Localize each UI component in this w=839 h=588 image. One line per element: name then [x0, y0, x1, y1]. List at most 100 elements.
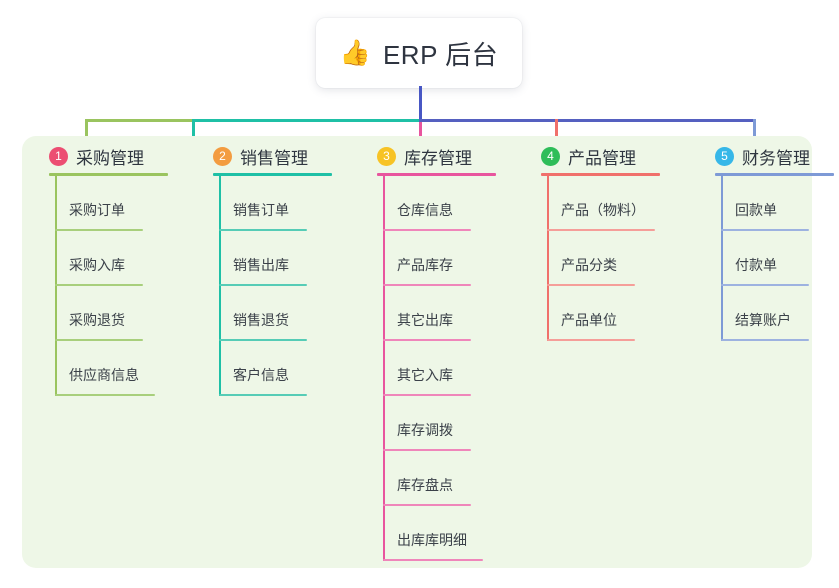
leaf-underline	[383, 449, 471, 451]
leaf-item[interactable]: 库存盘点	[364, 451, 524, 506]
leaf-item[interactable]: 采购退货	[36, 286, 186, 341]
leaf-label: 供应商信息	[69, 367, 139, 383]
leaf-label: 其它入库	[397, 367, 453, 383]
leaf-label: 产品（物料）	[561, 202, 645, 218]
leaf-item[interactable]: 出库库明细	[364, 506, 524, 561]
root-node-card[interactable]: 👍 ERP 后台	[316, 18, 522, 88]
leaf-spine	[55, 341, 57, 396]
leaf-underline	[219, 229, 307, 231]
leaf-underline	[383, 284, 471, 286]
branch-title-2: 销售管理	[240, 148, 308, 168]
leaf-spine	[219, 231, 221, 286]
branch-header-2[interactable]: 2 销售管理	[200, 136, 350, 176]
leaf-item[interactable]: 产品分类	[528, 231, 693, 286]
leaf-spine	[547, 286, 549, 341]
leaf-item[interactable]: 产品库存	[364, 231, 524, 286]
leaf-underline	[721, 339, 809, 341]
leaf-item[interactable]: 付款单	[702, 231, 839, 286]
branch-header-4[interactable]: 4 产品管理	[528, 136, 693, 176]
leaf-label: 结算账户	[735, 312, 791, 328]
leaf-item[interactable]: 库存调拨	[364, 396, 524, 451]
leaf-label: 采购入库	[69, 257, 125, 273]
leaf-underline	[721, 229, 809, 231]
leaf-label: 回款单	[735, 202, 777, 218]
leaf-underline	[547, 284, 635, 286]
branch-header-5[interactable]: 5 财务管理	[702, 136, 839, 176]
leaf-underline	[55, 394, 155, 396]
leaf-underline	[383, 229, 471, 231]
leaf-spine	[55, 231, 57, 286]
leaf-underline	[55, 229, 143, 231]
connector-bus-green	[85, 119, 193, 122]
leaf-spine	[219, 341, 221, 396]
leaf-spine	[219, 286, 221, 341]
leaf-item[interactable]: 销售出库	[200, 231, 350, 286]
leaf-spine	[55, 176, 57, 231]
leaf-underline	[547, 339, 635, 341]
connector-bus-teal	[192, 119, 420, 122]
leaf-item[interactable]: 采购入库	[36, 231, 186, 286]
leaf-spine	[383, 231, 385, 286]
leaf-item[interactable]: 其它出库	[364, 286, 524, 341]
leaf-spine	[721, 286, 723, 341]
branch-badge-3: 3	[377, 146, 396, 166]
leaf-item[interactable]: 采购订单	[36, 176, 186, 231]
leaf-spine	[383, 451, 385, 506]
leaf-label: 仓库信息	[397, 202, 453, 218]
leaf-spine	[383, 176, 385, 231]
leaf-label: 产品分类	[561, 257, 617, 273]
leaf-item[interactable]: 回款单	[702, 176, 839, 231]
leaf-underline	[547, 229, 655, 231]
branch-underline-5	[715, 173, 834, 176]
leaf-label: 销售出库	[233, 257, 289, 273]
leaf-spine	[721, 231, 723, 286]
branch-column-2: 2 销售管理 销售订单 销售出库 销售退货	[200, 136, 350, 396]
branch-items-3: 仓库信息 产品库存 其它出库 其它入库	[364, 176, 524, 561]
leaf-underline	[383, 504, 471, 506]
leaf-label: 销售订单	[233, 202, 289, 218]
leaf-item[interactable]: 仓库信息	[364, 176, 524, 231]
branch-items-2: 销售订单 销售出库 销售退货 客户信息	[200, 176, 350, 396]
leaf-label: 采购订单	[69, 202, 125, 218]
leaf-label: 采购退货	[69, 312, 125, 328]
branch-items-1: 采购订单 采购入库 采购退货 供应商信息	[36, 176, 186, 396]
branch-column-4: 4 产品管理 产品（物料） 产品分类 产品单位	[528, 136, 693, 341]
leaf-item[interactable]: 产品（物料）	[528, 176, 693, 231]
branch-items-4: 产品（物料） 产品分类 产品单位	[528, 176, 693, 341]
leaf-item[interactable]: 客户信息	[200, 341, 350, 396]
leaf-label: 产品单位	[561, 312, 617, 328]
leaf-underline	[55, 339, 143, 341]
thumbs-up-icon: 👍	[339, 38, 371, 67]
leaf-spine	[383, 396, 385, 451]
leaf-item[interactable]: 产品单位	[528, 286, 693, 341]
leaf-label: 出库库明细	[397, 532, 467, 548]
root-node-title: ERP 后台	[382, 39, 499, 70]
branch-badge-4: 4	[541, 146, 560, 166]
leaf-underline	[383, 559, 483, 561]
leaf-item[interactable]: 销售退货	[200, 286, 350, 341]
branch-header-3[interactable]: 3 库存管理	[364, 136, 524, 176]
branch-underline-2	[213, 173, 332, 176]
leaf-label: 其它出库	[397, 312, 453, 328]
leaf-spine	[547, 231, 549, 286]
leaf-item[interactable]: 结算账户	[702, 286, 839, 341]
connector-bus-blue	[419, 119, 756, 122]
leaf-label: 客户信息	[233, 367, 289, 383]
branch-column-5: 5 财务管理 回款单 付款单 结算账户	[702, 136, 839, 341]
branch-badge-2: 2	[213, 146, 232, 166]
leaf-label: 销售退货	[233, 312, 289, 328]
mindmap-panel: 1 采购管理 采购订单 采购入库 采购退货	[22, 136, 834, 568]
leaf-item[interactable]: 供应商信息	[36, 341, 186, 396]
leaf-item[interactable]: 销售订单	[200, 176, 350, 231]
branch-header-1[interactable]: 1 采购管理	[36, 136, 186, 176]
leaf-spine	[219, 176, 221, 231]
leaf-label: 库存调拨	[397, 422, 453, 438]
branch-underline-3	[377, 173, 496, 176]
branch-column-1: 1 采购管理 采购订单 采购入库 采购退货	[36, 136, 186, 396]
leaf-spine	[383, 286, 385, 341]
leaf-underline	[219, 394, 307, 396]
leaf-item[interactable]: 其它入库	[364, 341, 524, 396]
connector-root-stem	[419, 86, 422, 122]
leaf-spine	[383, 506, 385, 561]
